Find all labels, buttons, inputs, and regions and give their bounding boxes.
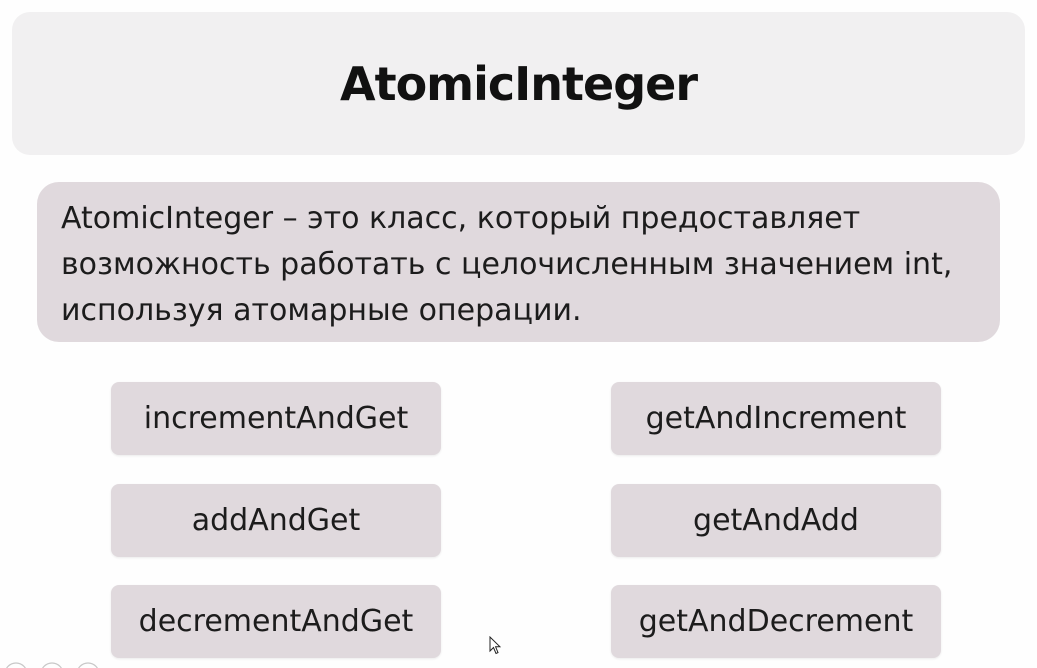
- method-decrement-and-get: decrementAndGet: [111, 585, 441, 658]
- mouse-pointer-icon: [489, 636, 501, 655]
- slide-nav-controls[interactable]: [0, 660, 110, 668]
- description-line-1: AtomicInteger – это класс, который предо…: [61, 201, 861, 236]
- description-box: AtomicInteger – это класс, который предо…: [37, 182, 1000, 342]
- method-get-and-increment: getAndIncrement: [611, 382, 941, 455]
- slide-title: AtomicInteger: [339, 56, 698, 111]
- description-line-2: возможность работать с целочисленным зна…: [61, 247, 953, 282]
- description-line-3: используя атомарные операции.: [61, 293, 582, 328]
- title-banner: AtomicInteger: [12, 12, 1025, 155]
- method-get-and-decrement: getAndDecrement: [611, 585, 941, 658]
- method-increment-and-get: incrementAndGet: [111, 382, 441, 455]
- method-get-and-add: getAndAdd: [611, 484, 941, 557]
- method-add-and-get: addAndGet: [111, 484, 441, 557]
